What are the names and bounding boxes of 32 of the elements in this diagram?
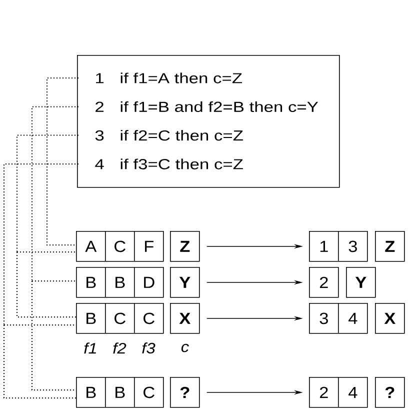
class-box: X — [170, 303, 200, 334]
column-label: f2 — [113, 342, 126, 354]
class-box: Z — [170, 231, 200, 262]
column-label: c — [181, 344, 189, 352]
class-box: X — [375, 303, 405, 334]
column-label: f1 — [84, 342, 96, 354]
letter-cells: A C F — [76, 231, 164, 262]
letter-cells: B B C — [76, 377, 164, 408]
letter-cells: B C C — [76, 303, 164, 334]
class-box: ? — [375, 377, 405, 408]
number-cells: 2 — [309, 267, 339, 298]
dotted-connector — [46, 78, 79, 246]
dotted-connector — [4, 324, 76, 326]
dotted-connector — [32, 106, 79, 282]
dotted-connector — [32, 280, 76, 390]
letter-cells: B B D — [76, 267, 164, 298]
column-label: f3 — [142, 342, 156, 354]
dotted-connector — [4, 164, 79, 326]
rule-text: 1 if f1=A then c=Z — [96, 72, 242, 84]
dotted-connector — [32, 280, 76, 282]
class-box: Z — [375, 231, 405, 262]
rule-text: 4 if f3=C then c=Z — [95, 158, 243, 170]
class-box: Y — [346, 267, 376, 298]
number-cells: 2 4 — [309, 377, 368, 408]
dotted-connector — [4, 324, 76, 398]
dotted-connector — [16, 252, 76, 318]
class-box: Y — [170, 267, 200, 298]
number-cells: 3 4 — [309, 303, 368, 334]
rule-text: 3 if f2=C then c=Z — [95, 130, 243, 141]
class-box: ? — [170, 377, 200, 408]
rule-text: 2 if f1=B and f2=B then c=Y — [96, 101, 318, 112]
number-cells: 1 3 — [309, 231, 368, 262]
